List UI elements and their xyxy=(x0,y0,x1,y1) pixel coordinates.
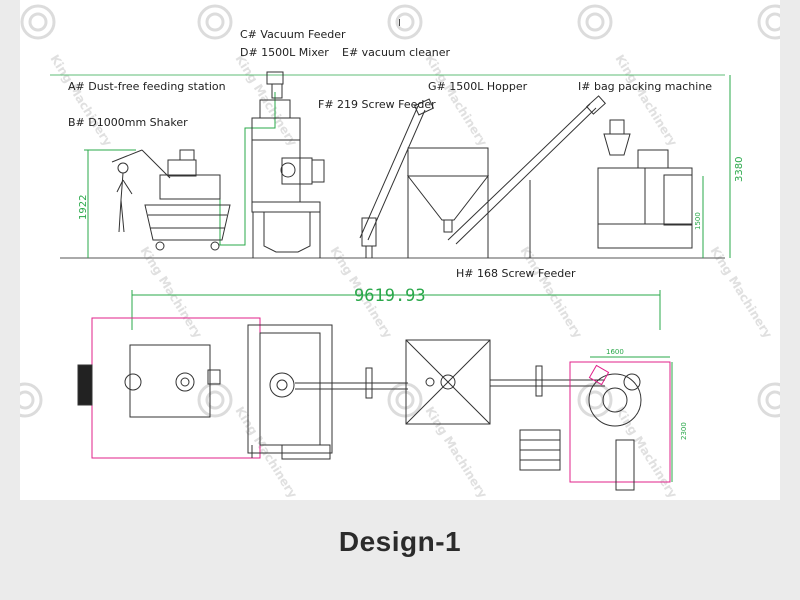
watermark-logo-icon xyxy=(197,382,233,418)
feed-door xyxy=(77,364,93,406)
elevation-dimensions xyxy=(84,75,731,258)
screw-feeder-h xyxy=(447,95,606,258)
dim-packer-width: 1600 xyxy=(606,348,624,356)
dim-height-right: 3380 xyxy=(734,157,745,182)
plan-view xyxy=(77,290,673,491)
label-mixer: D# 1500L Mixer xyxy=(240,46,329,59)
dim-total-length: 9619.93 xyxy=(354,286,426,306)
design-caption: Design-1 xyxy=(338,526,462,557)
screw-feeder-f-plan xyxy=(295,367,408,399)
operator-figure xyxy=(111,149,143,233)
watermark-logo-icon xyxy=(387,382,423,418)
drawing-canvas: King Machinery King Machinery King Machi… xyxy=(20,0,780,500)
layout-drawing: King Machinery King Machinery King Machi… xyxy=(20,4,780,500)
watermark-text: King Machinery xyxy=(517,244,585,341)
plan-dimensions xyxy=(131,290,661,330)
watermark-text: King Machinery xyxy=(137,244,205,341)
watermark-logo-icon xyxy=(577,4,613,40)
watermark-logo-icon xyxy=(757,4,780,40)
conveying-pipe xyxy=(219,92,276,246)
dim-packer-depth: 2300 xyxy=(680,422,688,440)
mark-label: I xyxy=(398,18,401,29)
feeding-station-plan xyxy=(124,344,221,418)
label-feeding-station: A# Dust-free feeding station xyxy=(68,80,226,93)
watermark-text: King Machinery xyxy=(47,52,115,149)
label-shaker: B# D1000mm Shaker xyxy=(68,116,188,129)
watermark-text: King Machinery xyxy=(707,244,775,341)
packing-machine xyxy=(597,119,693,249)
dim-height-packer: 1500 xyxy=(694,212,702,230)
feeding-station-shaker xyxy=(141,149,231,251)
hopper-plan xyxy=(405,339,491,425)
packer-dimensions xyxy=(590,356,673,482)
watermark-text: King Machinery xyxy=(232,404,300,500)
watermark-logo-icon xyxy=(197,4,233,40)
label-screw-feeder-h: H# 168 Screw Feeder xyxy=(456,267,576,280)
mixer-assembly xyxy=(251,71,325,258)
watermark-logo-icon xyxy=(20,4,56,40)
label-packing-machine: I# bag packing machine xyxy=(578,80,712,93)
watermark-logo-icon xyxy=(577,382,613,418)
screw-feeder-h-plan xyxy=(490,365,605,397)
label-hopper: G# 1500L Hopper xyxy=(428,80,528,93)
label-vacuum-cleaner: E# vacuum cleaner xyxy=(342,46,450,59)
packing-machine-plan xyxy=(519,361,671,491)
elevation-view xyxy=(50,71,731,259)
work-area-outline xyxy=(91,317,261,459)
watermark-logo-icon xyxy=(20,382,43,418)
screw-feeder-f xyxy=(359,98,435,258)
watermark-logo-icon xyxy=(387,4,423,40)
dim-height-left: 1922 xyxy=(78,195,89,220)
watermark-text: King Machinery xyxy=(422,404,490,500)
hopper-g xyxy=(406,147,490,258)
label-vacuum-feeder: C# Vacuum Feeder xyxy=(240,28,346,41)
watermark-logo-icon xyxy=(757,382,780,418)
label-screw-feeder-f: F# 219 Screw Feeder xyxy=(318,98,436,111)
